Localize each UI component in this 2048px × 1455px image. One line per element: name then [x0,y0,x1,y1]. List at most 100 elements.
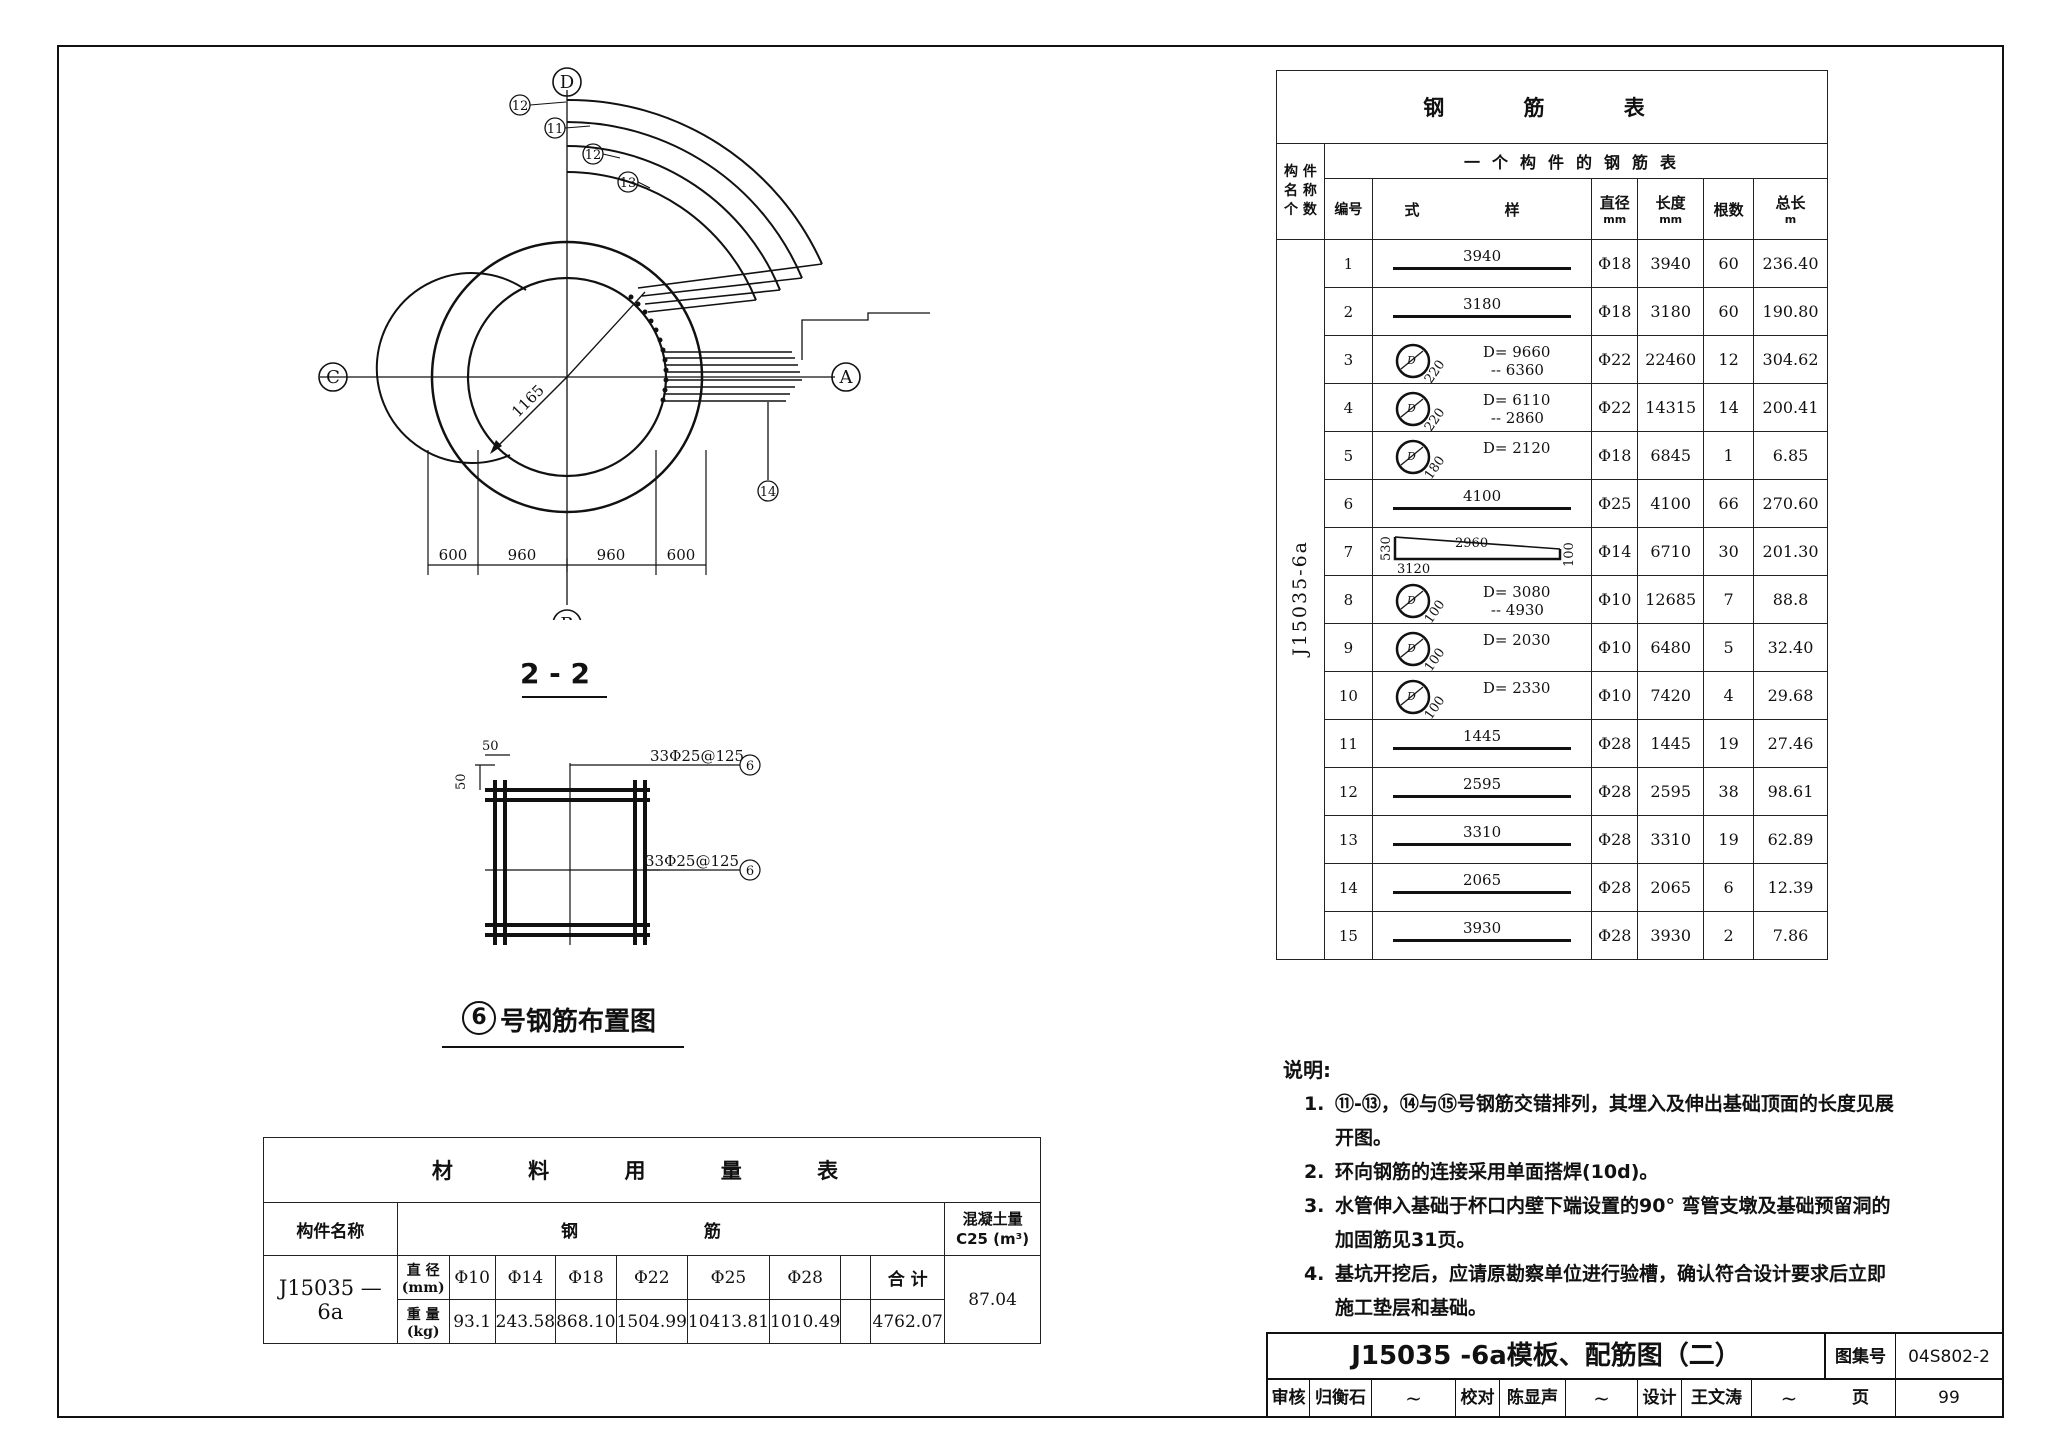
bent-right-label: 100 [1562,542,1575,567]
callout-6-top: 6 [746,759,754,774]
bar-total: 7.86 [1753,911,1828,960]
shape-length-label: 4100 [1462,486,1502,505]
rebar-table-subtitle: 一个构件的钢筋表 [1323,143,1829,179]
callout-12-outer: 12 [512,99,529,114]
bar-diameter: Φ10 [1591,575,1639,624]
mat-dia: Φ10 [448,1255,496,1300]
bar-diameter: Φ28 [1591,767,1639,816]
bent-top-label: 2960 [1455,536,1488,551]
ring-diameter-labels: D= 2330 [1483,679,1551,697]
checker-signature: ~ [1566,1380,1638,1416]
callout-13: 13 [620,176,637,191]
shape-length-label: 2595 [1462,774,1502,793]
axis-label-a: A [839,367,854,388]
bar-total: 200.41 [1753,383,1828,432]
bar-number: 15 [1323,911,1373,960]
callout-12: 12 [585,148,602,163]
check-label: 校对 [1456,1380,1500,1416]
bar-number: 1 [1323,239,1373,288]
mat-member-name: J15035 — 6a [263,1255,398,1344]
designer-signature: ~ [1780,1386,1798,1410]
straight-bar-line [1392,746,1572,750]
ring-diameter-labels: D= 9660-- 6360 [1483,343,1551,379]
mat-dia: Φ14 [494,1255,557,1300]
mat-row-dia-label: 直 径(mm) [396,1255,450,1300]
bar-total: 6.85 [1753,431,1828,480]
bar-count: 4 [1703,671,1755,720]
bar-length: 6845 [1637,431,1705,480]
bar-count: 14 [1703,383,1755,432]
material-table-title: 材 料 用 量 表 [263,1137,1041,1203]
atlas-label: 图集号 [1826,1334,1896,1380]
svg-text:D: D [1406,402,1416,415]
mat-dia-blank [840,1255,872,1300]
bar-count: 1 [1703,431,1755,480]
fan-arc-13 [566,171,757,301]
rebar6-title: 号钢筋布置图 [500,1007,657,1037]
dim-2: 960 [508,546,537,564]
mat-col-steel: 钢 筋 [396,1202,946,1256]
ring-diameter-2: -- 2860 [1490,408,1544,427]
axis-label-c: C [326,367,340,388]
callout-11: 11 [547,122,564,137]
mat-weight: 93.1 [448,1299,496,1344]
ring-diameter-2: -- 6360 [1490,360,1544,379]
shape-length-label: 3930 [1462,918,1502,937]
outer-cup-wall [430,240,704,514]
bar-length: 2595 [1637,767,1705,816]
straight-bar-line [1392,266,1572,270]
drawing-frame [57,45,2004,1418]
mat-dia: Φ28 [769,1255,842,1300]
drawing-title: J15035 -6a模板、配筋图（二） [1268,1334,1826,1380]
mat-concrete-value: 87.04 [944,1255,1041,1344]
svg-text:D: D [1406,642,1416,655]
bar-total: 12.39 [1753,863,1828,912]
bar-diameter: Φ28 [1591,911,1639,960]
dim-4: 600 [667,546,696,564]
bar-diameter: Φ28 [1591,815,1639,864]
reviewer-signature: ~ [1372,1380,1456,1416]
design-label: 设计 [1638,1380,1682,1416]
fan-arc-12-outer [566,98,823,265]
page-number: 99 [1938,1388,1960,1408]
mat-weight-total: 4762.07 [870,1299,946,1344]
bar-diameter: Φ22 [1591,335,1639,384]
bar-length: 12685 [1637,575,1705,624]
ring-diameter-labels: D= 3080-- 4930 [1483,583,1551,619]
bar-number: 3 [1323,335,1373,384]
ring-diameter-labels: D= 2120 [1483,439,1551,457]
mat-col-member: 构件名称 [263,1202,398,1256]
bar-number: 2 [1323,287,1373,336]
bar-total: 32.40 [1753,623,1828,672]
mat-dia: Φ25 [686,1255,771,1300]
mat-dia-total-label: 合 计 [870,1255,946,1300]
radius-dim: 1165 [508,381,548,421]
bar-diameter: Φ22 [1591,383,1639,432]
bar-total: 62.89 [1753,815,1828,864]
section-title-underline [522,696,607,698]
checker-name: 陈显声 [1500,1380,1566,1416]
section-view-2-2: D B C A 12 11 12 13 15 14 1165 600 960 9… [318,67,930,620]
bar-count: 2 [1703,911,1755,960]
bar-count: 66 [1703,479,1755,528]
shape-length-label: 2065 [1462,870,1502,889]
bar-diameter: Φ10 [1591,623,1639,672]
shape-length-label: 3940 [1462,246,1502,265]
rebar6-layout-diagram: 50 50 33Φ25@125 33Φ25@125 6 6 [454,739,761,945]
bar-total: 88.8 [1753,575,1828,624]
bar-diameter: Φ18 [1591,287,1639,336]
bar-count: 30 [1703,527,1755,576]
